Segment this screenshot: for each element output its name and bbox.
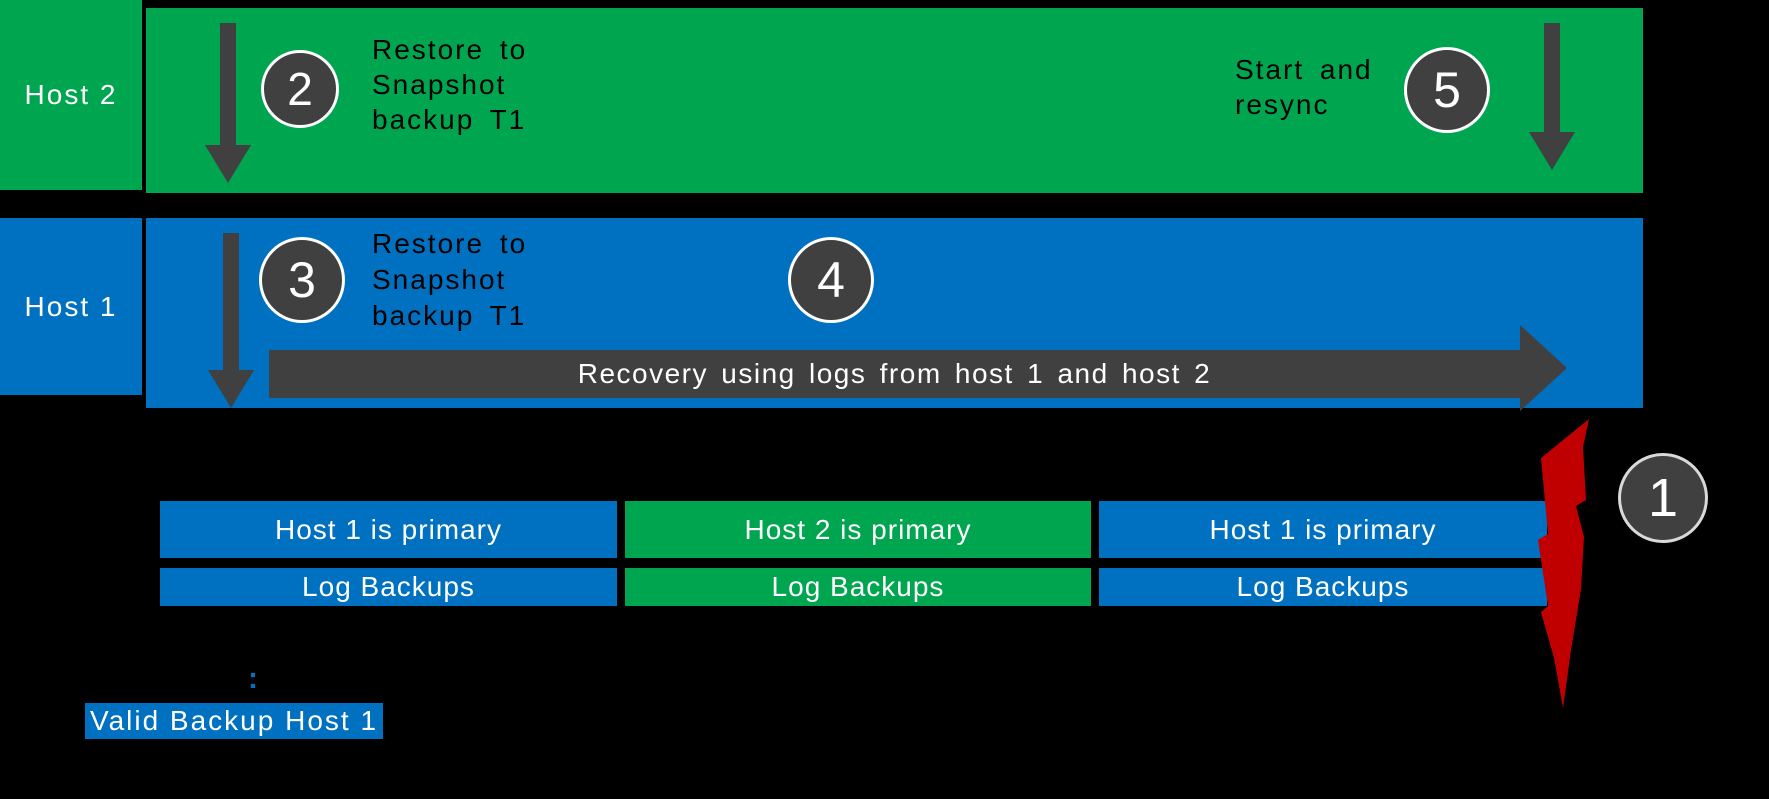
host2-label-box: Host 2 [0, 0, 142, 190]
step-3-text: Restore to Snapshot backup T1 [372, 226, 527, 334]
step-5-number: 5 [1433, 62, 1461, 118]
timeline-segment-label: Host 1 is primary [1209, 513, 1437, 545]
step-3-number: 3 [288, 252, 316, 308]
step-badge-5: 5 [1404, 47, 1490, 133]
step-3-text-line1: Restore to [372, 228, 528, 259]
step-5-text-line2: resync [1235, 89, 1330, 120]
step-2-number: 2 [287, 63, 313, 115]
step-3-text-line2: Snapshot [372, 264, 507, 295]
timeline-segment-log-2: Log Backups [625, 568, 1091, 606]
down-arrow-icon-step3 [208, 233, 254, 408]
valid-backup-label: Valid Backup Host 1 [89, 705, 379, 736]
timeline-segment-log-3: Log Backups [1099, 568, 1547, 606]
host1-label-box: Host 1 [0, 218, 142, 395]
step-2-text: Restore to Snapshot backup T1 [372, 32, 527, 137]
timeline-segment-label: Log Backups [771, 571, 945, 602]
failure-lightning-icon [1538, 419, 1589, 708]
step-badge-2: 2 [261, 50, 339, 128]
timeline-segment-label: Log Backups [302, 571, 475, 602]
host1-label: Host 1 [24, 290, 118, 322]
step-5-text-line1: Start and [1235, 54, 1373, 85]
step-5-text: Start and resync [1235, 52, 1373, 122]
valid-backup-label-box: Valid Backup Host 1 [85, 703, 383, 739]
colon-marker: : [248, 662, 258, 695]
step-2-text-line1: Restore to [372, 34, 528, 65]
recovery-arrow-label: Recovery using logs from host 1 and host… [577, 358, 1212, 389]
timeline-segment-label: Log Backups [1236, 571, 1410, 602]
timeline-segment-label: Host 1 is primary [274, 513, 503, 545]
step-badge-1: 1 [1618, 453, 1708, 543]
step-4-number: 4 [817, 252, 845, 308]
timeline-segment-label: Host 2 is primary [744, 513, 972, 545]
step-1-number: 1 [1647, 468, 1679, 528]
recovery-arrow [269, 325, 1567, 411]
step-3-text-line3: backup T1 [372, 300, 527, 331]
step-2-text-line3: backup T1 [372, 104, 527, 135]
timeline-segment-log-1: Log Backups [160, 568, 617, 606]
step-badge-4: 4 [788, 237, 874, 323]
timeline-segment-primary-1: Host 1 is primary [160, 501, 617, 558]
timeline-segment-primary-3: Host 1 is primary [1099, 501, 1547, 558]
down-arrow-icon-step5 [1529, 23, 1575, 170]
step-2-text-line2: Snapshot [372, 69, 507, 100]
down-arrow-icon-step2 [205, 23, 251, 183]
timeline-segment-primary-2: Host 2 is primary [625, 501, 1091, 558]
host2-label: Host 2 [24, 79, 118, 110]
step-badge-3: 3 [259, 237, 345, 323]
host2-lane-bar [146, 8, 1643, 193]
